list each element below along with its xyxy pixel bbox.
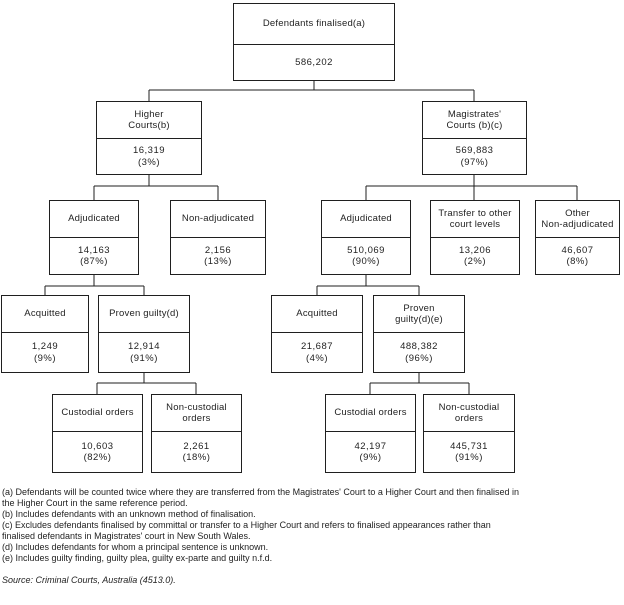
node-label: Adjudicated bbox=[50, 201, 138, 238]
node-count: 14,163 bbox=[77, 244, 111, 256]
footnote-a: (a) Defendants will be counted twice whe… bbox=[2, 487, 519, 508]
footnote-c: (c) Excludes defendants finalised by com… bbox=[2, 520, 491, 541]
node-percent: (87%) bbox=[80, 256, 108, 267]
node-count: 510,069 bbox=[347, 244, 385, 256]
node-count: 2,156 bbox=[204, 244, 232, 256]
node-magistrates-proven-guilty: Proven guilty(d)(e) 488,382 (96%) bbox=[373, 295, 465, 373]
node-label: Magistrates' Courts (b)(c) bbox=[423, 102, 526, 139]
node-stats: 12,914 (91%) bbox=[99, 333, 189, 372]
node-higher-non-adjudicated: Non-adjudicated 2,156 (13%) bbox=[170, 200, 266, 275]
node-stats: 14,163 (87%) bbox=[50, 238, 138, 274]
node-stats: 2,156 (13%) bbox=[171, 238, 265, 274]
node-count: 445,731 bbox=[450, 440, 488, 452]
tree-connector-lines bbox=[44, 81, 578, 394]
node-percent: (96%) bbox=[405, 352, 433, 364]
node-label: Higher Courts(b) bbox=[97, 102, 201, 139]
node-stats: 16,319 (3%) bbox=[97, 139, 201, 174]
node-label: Defendants finalised(a) bbox=[234, 4, 394, 45]
node-percent: (82%) bbox=[83, 452, 112, 463]
footnote-d: (d) Includes defendants for whom a princ… bbox=[2, 542, 269, 552]
node-higher-custodial-orders: Custodial orders 10,603 (82%) bbox=[52, 394, 143, 473]
node-other-non-adjudicated: Other Non-adjudicated 46,607 (8%) bbox=[535, 200, 620, 275]
source-citation: Source: Criminal Courts, Australia (4513… bbox=[2, 575, 176, 585]
node-percent: (4%) bbox=[305, 352, 329, 364]
node-higher-courts: Higher Courts(b) 16,319 (3%) bbox=[96, 101, 202, 175]
node-percent: (3%) bbox=[137, 156, 161, 168]
node-count: 1,249 bbox=[31, 341, 59, 352]
node-magistrates-adjudicated: Adjudicated 510,069 (90%) bbox=[321, 200, 411, 275]
node-percent: (9%) bbox=[33, 352, 57, 364]
connector bbox=[93, 175, 219, 200]
node-higher-proven-guilty: Proven guilty(d) 12,914 (91%) bbox=[98, 295, 190, 373]
node-magistrates-acquitted: Acquitted 21,687 (4%) bbox=[271, 295, 363, 373]
node-stats: 569,883 (97%) bbox=[423, 139, 526, 174]
node-count: 10,603 bbox=[81, 440, 114, 452]
node-higher-non-custodial-orders: Non-custodial orders 2,261 (18%) bbox=[151, 394, 242, 473]
node-count: 16,319 bbox=[132, 145, 166, 156]
connector bbox=[148, 81, 475, 101]
node-stats: 46,607 (8%) bbox=[536, 238, 619, 274]
node-percent: (9%) bbox=[359, 452, 382, 463]
node-higher-adjudicated: Adjudicated 14,163 (87%) bbox=[49, 200, 139, 275]
node-percent: (91%) bbox=[130, 352, 158, 364]
node-label: Transfer to other court levels bbox=[431, 201, 519, 238]
connector bbox=[316, 275, 420, 295]
node-percent: (18%) bbox=[182, 452, 211, 463]
node-label: Custodial orders bbox=[53, 395, 142, 432]
node-count: 12,914 bbox=[127, 341, 161, 352]
connector bbox=[96, 373, 197, 394]
node-count: 569,883 bbox=[455, 145, 494, 156]
node-defendants-finalised: Defendants finalised(a) 586,202 bbox=[233, 3, 395, 81]
node-label: Proven guilty(d) bbox=[99, 296, 189, 333]
node-stats: 21,687 (4%) bbox=[272, 333, 362, 372]
node-count: 2,261 bbox=[183, 440, 210, 452]
node-stats: 10,603 (82%) bbox=[53, 432, 142, 472]
node-stats: 445,731 (91%) bbox=[424, 432, 514, 472]
node-stats: 586,202 bbox=[234, 45, 394, 80]
node-label: Proven guilty(d)(e) bbox=[374, 296, 464, 333]
node-stats: 2,261 (18%) bbox=[152, 432, 241, 472]
footnote-b: (b) Includes defendants with an unknown … bbox=[2, 509, 256, 519]
node-count: 586,202 bbox=[295, 56, 333, 68]
node-label: Non-adjudicated bbox=[171, 201, 265, 238]
node-transfer-to-other-court-levels: Transfer to other court levels 13,206 (2… bbox=[430, 200, 520, 275]
node-label: Non-custodial orders bbox=[424, 395, 514, 432]
node-stats: 510,069 (90%) bbox=[322, 238, 410, 274]
node-count: 42,197 bbox=[354, 440, 387, 452]
connector bbox=[365, 175, 578, 200]
node-percent: (90%) bbox=[352, 256, 380, 267]
connector bbox=[369, 373, 470, 394]
node-count: 46,607 bbox=[561, 244, 594, 256]
node-label: Custodial orders bbox=[326, 395, 415, 432]
node-higher-acquitted: Acquitted 1,249 (9%) bbox=[1, 295, 89, 373]
footnotes-block: (a) Defendants will be counted twice whe… bbox=[2, 487, 526, 586]
node-count: 488,382 bbox=[400, 341, 438, 352]
node-percent: (2%) bbox=[463, 256, 487, 267]
footnote-e: (e) Includes guilty finding, guilty plea… bbox=[2, 553, 273, 563]
connector bbox=[44, 275, 145, 295]
node-label: Acquitted bbox=[2, 296, 88, 333]
node-percent: (13%) bbox=[204, 256, 232, 267]
node-stats: 13,206 (2%) bbox=[431, 238, 519, 274]
node-percent: (91%) bbox=[455, 452, 483, 463]
node-stats: 1,249 (9%) bbox=[2, 333, 88, 372]
node-magistrates-custodial-orders: Custodial orders 42,197 (9%) bbox=[325, 394, 416, 473]
node-label: Non-custodial orders bbox=[152, 395, 241, 432]
node-stats: 488,382 (96%) bbox=[374, 333, 464, 372]
node-magistrates-courts: Magistrates' Courts (b)(c) 569,883 (97%) bbox=[422, 101, 527, 175]
node-count: 21,687 bbox=[300, 341, 334, 352]
node-percent: (8%) bbox=[566, 256, 589, 267]
node-label: Adjudicated bbox=[322, 201, 410, 238]
node-count: 13,206 bbox=[458, 244, 492, 256]
node-label: Other Non-adjudicated bbox=[536, 201, 619, 238]
node-magistrates-non-custodial-orders: Non-custodial orders 445,731 (91%) bbox=[423, 394, 515, 473]
node-label: Acquitted bbox=[272, 296, 362, 333]
node-percent: (97%) bbox=[460, 156, 489, 168]
node-stats: 42,197 (9%) bbox=[326, 432, 415, 472]
